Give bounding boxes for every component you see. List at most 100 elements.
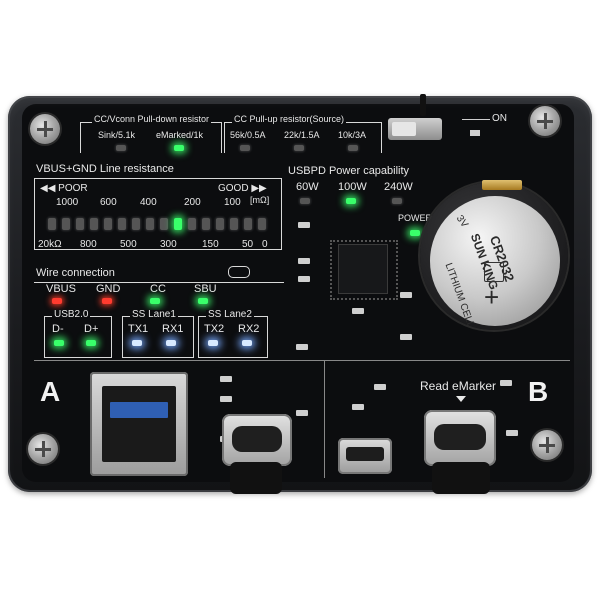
resistance-led bbox=[244, 218, 252, 230]
smd-pad bbox=[500, 380, 512, 386]
power-label: POWER bbox=[398, 213, 433, 223]
section-divider bbox=[34, 360, 324, 361]
usb-a-cavity bbox=[102, 386, 176, 462]
led-cc bbox=[150, 298, 160, 304]
emarker-arrow-icon bbox=[456, 396, 466, 402]
micro-usb-port[interactable] bbox=[338, 438, 392, 474]
scale-top-400: 400 bbox=[140, 197, 157, 208]
power-switch[interactable] bbox=[388, 118, 442, 140]
usb2-label-dplus: D+ bbox=[84, 323, 99, 335]
battery-clip bbox=[482, 180, 522, 190]
resistance-led bbox=[118, 218, 126, 230]
resistance-led bbox=[48, 218, 56, 230]
usb-c-cavity bbox=[232, 426, 282, 452]
usb-a-port[interactable] bbox=[90, 372, 188, 476]
led-emarked bbox=[174, 145, 184, 151]
ss1-label-tx1: TX1 bbox=[128, 323, 149, 335]
cable-icon bbox=[228, 266, 250, 278]
pd-label-240w: 240W bbox=[384, 181, 413, 193]
resistance-led bbox=[132, 218, 140, 230]
screw-icon bbox=[532, 430, 562, 460]
good-label: GOOD ▶▶ bbox=[218, 183, 267, 194]
microcontroller-chip bbox=[338, 244, 388, 294]
smd-pad bbox=[506, 430, 518, 436]
wire-title: Wire connection bbox=[36, 267, 115, 279]
resistance-led-bar bbox=[48, 214, 274, 232]
scale-top-100: 100 bbox=[224, 197, 241, 208]
scale-bottom-300: 300 bbox=[160, 239, 177, 250]
resistance-led bbox=[90, 218, 98, 230]
cc-pullup-label-22k: 22k/1.5A bbox=[284, 130, 320, 140]
led-60w bbox=[300, 198, 310, 204]
scale-top-200: 200 bbox=[184, 197, 201, 208]
led-tx1 bbox=[132, 340, 142, 346]
usb-c-port-b[interactable] bbox=[424, 410, 496, 466]
cc-pulldown-label-emarked: eMarked/1k bbox=[156, 130, 204, 140]
resistance-led bbox=[188, 218, 196, 230]
chip-pins bbox=[330, 240, 398, 300]
resistance-led bbox=[146, 218, 154, 230]
usb2-title: USB2.0 bbox=[52, 309, 91, 320]
on-arrow-line bbox=[462, 119, 490, 120]
cc-pulldown-label-sink: Sink/5.1k bbox=[98, 130, 136, 140]
resistance-led bbox=[258, 218, 266, 230]
screw-icon bbox=[30, 114, 60, 144]
resistance-led bbox=[62, 218, 70, 230]
resistance-led bbox=[216, 218, 224, 230]
unit-label: [mΩ] bbox=[250, 195, 270, 205]
led-tx2 bbox=[208, 340, 218, 346]
wire-label-gnd: GND bbox=[96, 283, 121, 295]
led-vbus bbox=[52, 298, 62, 304]
on-label: ON bbox=[492, 113, 507, 124]
resistance-led bbox=[202, 218, 210, 230]
cc-pullup-label-56k: 56k/0.5A bbox=[230, 130, 266, 140]
port-b-label: B bbox=[528, 376, 549, 407]
smd-pad bbox=[352, 308, 364, 314]
usb-c-port-1[interactable] bbox=[222, 414, 292, 466]
pd-label-100w: 100W bbox=[338, 181, 367, 193]
line-resistance-box bbox=[34, 178, 282, 250]
cc-pulldown-title: CC/Vconn Pull-down resistor bbox=[92, 114, 212, 124]
led-22k bbox=[294, 145, 304, 151]
smd-pad bbox=[298, 258, 310, 264]
led-dplus bbox=[86, 340, 96, 346]
resistance-led-active bbox=[174, 218, 182, 230]
smd-pad bbox=[400, 292, 412, 298]
led-240w bbox=[392, 198, 402, 204]
led-sink bbox=[116, 145, 126, 151]
led-10k bbox=[348, 145, 358, 151]
led-rx1 bbox=[166, 340, 176, 346]
wire-label-cc: CC bbox=[150, 283, 166, 295]
scale-bottom-50: 50 bbox=[242, 239, 254, 250]
poor-label: ◀◀ POOR bbox=[40, 183, 88, 194]
port-a-label: A bbox=[40, 376, 61, 407]
battery-logo-icon bbox=[484, 262, 504, 282]
led-dminus bbox=[54, 340, 64, 346]
led-rx2 bbox=[242, 340, 252, 346]
resistance-led bbox=[160, 218, 168, 230]
usb-c-cavity bbox=[434, 424, 486, 450]
wire-divider bbox=[34, 282, 284, 283]
smd-pad bbox=[296, 344, 308, 350]
ss1-label-rx1: RX1 bbox=[162, 323, 184, 335]
scale-bottom-500: 500 bbox=[120, 239, 137, 250]
scale-top-600: 600 bbox=[100, 197, 117, 208]
usb-c-cable-b bbox=[432, 462, 490, 494]
read-emarker-label: Read eMarker bbox=[420, 379, 497, 393]
switch-knob[interactable] bbox=[392, 122, 416, 136]
section-divider bbox=[324, 360, 325, 478]
smd-pad bbox=[374, 384, 386, 390]
scale-bottom-20k: 20kΩ bbox=[38, 239, 62, 250]
smd-pad bbox=[298, 276, 310, 282]
led-gnd bbox=[102, 298, 112, 304]
smd-pad bbox=[220, 376, 232, 382]
wire-label-sbu: SBU bbox=[194, 283, 217, 295]
pd-label-60w: 60W bbox=[296, 181, 319, 193]
ss2-label-rx2: RX2 bbox=[238, 323, 260, 335]
usb-a-tongue bbox=[110, 402, 168, 418]
resistance-led bbox=[104, 218, 112, 230]
scale-bottom-0: 0 bbox=[262, 239, 268, 250]
smd-pad bbox=[296, 410, 308, 416]
usb-c-cable-1 bbox=[230, 462, 282, 494]
line-resistance-title: VBUS+GND Line resistance bbox=[36, 163, 174, 175]
